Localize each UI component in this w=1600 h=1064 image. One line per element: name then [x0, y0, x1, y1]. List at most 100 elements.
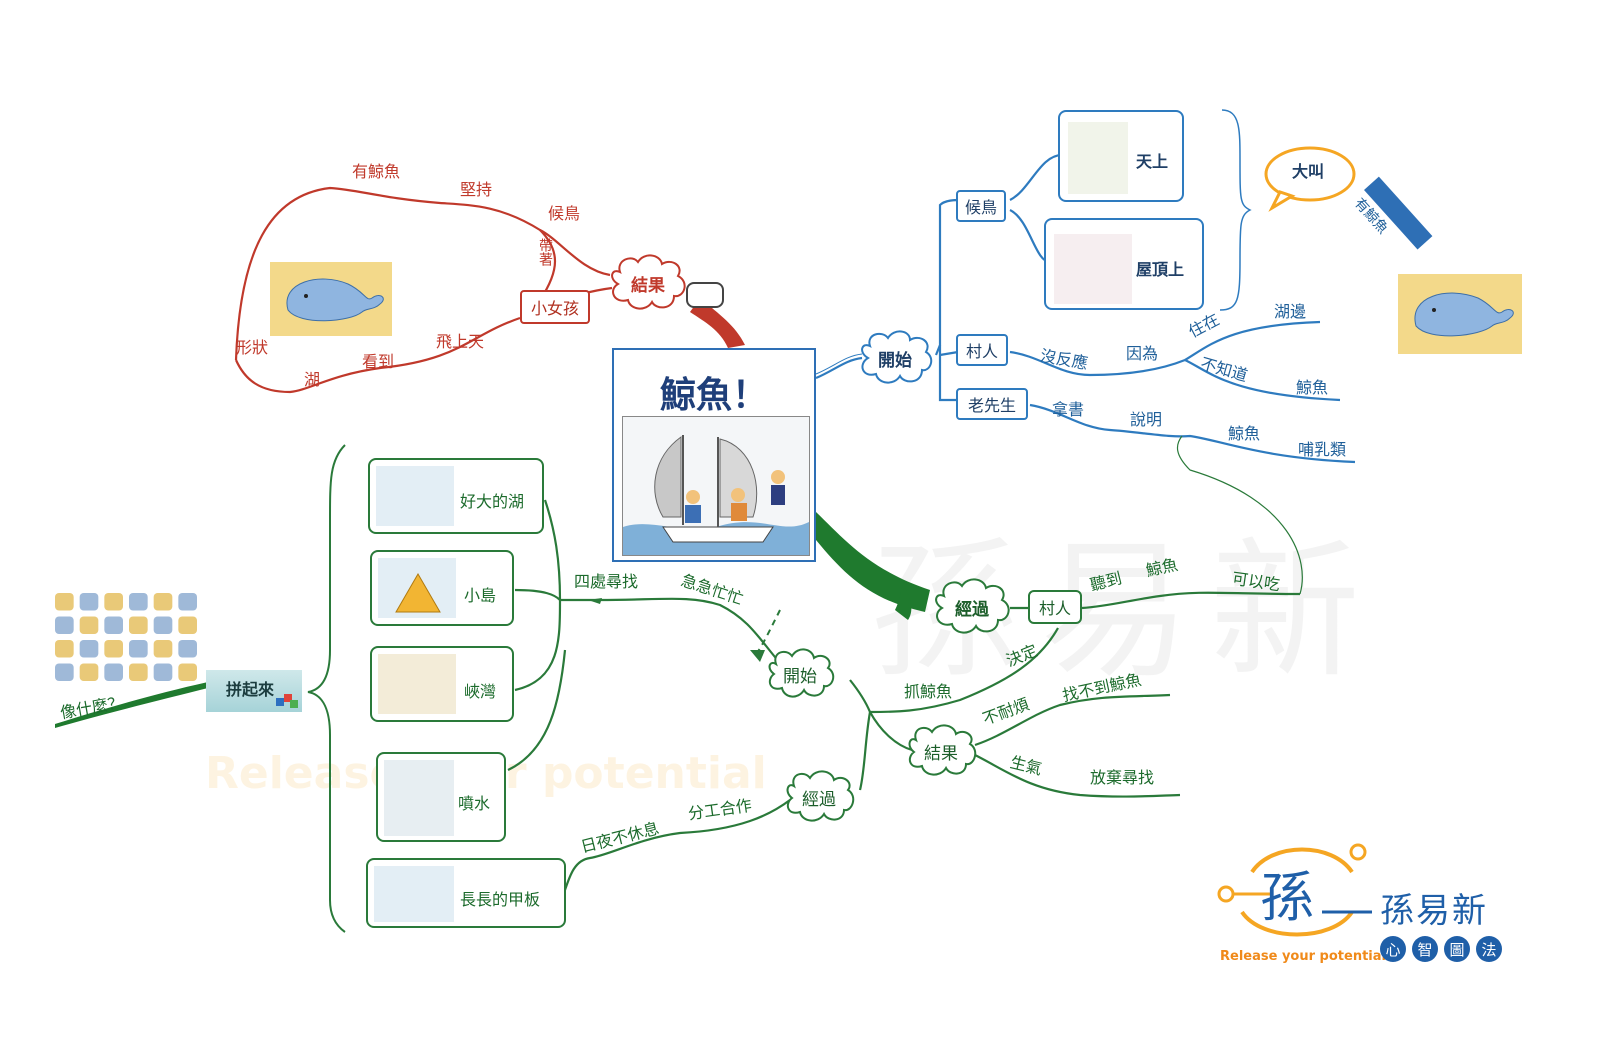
cloud-shape — [861, 330, 933, 384]
cloud-shape — [908, 724, 977, 776]
puzzle-piece — [79, 663, 99, 681]
brand-logo: 孫 孫易新 Release your potential 心智圖法 — [1212, 832, 1512, 972]
logo-char-3: 法 — [1476, 936, 1502, 962]
puzzle-piece — [153, 593, 173, 611]
puzzle-piece — [55, 616, 74, 634]
speech-bubble-label: 大叫 — [1292, 162, 1325, 181]
cloud-process-green: 經過 — [782, 768, 856, 826]
card-fjord-label: 峽灣 — [464, 682, 497, 701]
cloud-shape — [768, 648, 835, 698]
puzzle-piece — [104, 616, 123, 634]
cloud-result-red-label: 結果 — [631, 275, 665, 296]
puzzle-piece — [104, 640, 123, 658]
label-jianchi: 堅持 — [460, 180, 493, 199]
card-long-deck: 長長的甲板 — [366, 858, 566, 928]
node-houniao: 候鳥 — [956, 190, 1006, 222]
central-topic: 鯨魚！ — [612, 348, 816, 562]
puzzle-piece — [79, 593, 99, 611]
puzzle-box-label: 拼起來 — [226, 680, 275, 699]
cloud-start-green: 開始 — [764, 646, 836, 702]
card-big-lake: 好大的湖 — [368, 458, 544, 534]
roof-picture — [1054, 234, 1132, 304]
sky-picture — [1068, 122, 1128, 194]
label-yinwei: 因為 — [1126, 344, 1159, 363]
node-cunren-blue: 村人 — [956, 334, 1008, 366]
card-long-deck-label: 長長的甲板 — [460, 890, 541, 909]
sailboat-drawing — [623, 417, 809, 555]
logo-chars: 心智圖法 — [1380, 936, 1502, 962]
label-houniao-red: 候鳥 — [548, 204, 581, 223]
label-fangqi: 放棄尋找 — [1090, 768, 1155, 787]
puzzle-piece — [178, 616, 197, 634]
island-picture — [378, 558, 456, 618]
spray-picture — [384, 760, 454, 836]
cloud-result-red: 結果 — [606, 252, 690, 314]
puzzle-piece — [178, 663, 197, 681]
logo-emblem: 孫 — [1217, 843, 1372, 937]
label-jingyu-blue2: 鯨魚 — [1228, 424, 1261, 443]
label-sichuxunzhao: 四處尋找 — [574, 572, 639, 591]
label-hu: 湖 — [304, 370, 321, 389]
node-cunren-green: 村人 — [1028, 590, 1082, 624]
card-big-lake-label: 好大的湖 — [460, 492, 525, 511]
deck-picture — [374, 866, 454, 922]
node-little-girl: 小女孩 — [520, 290, 590, 324]
puzzle-piece — [178, 640, 197, 658]
whale-drawing — [286, 278, 384, 322]
node-laoxiansheng: 老先生 — [956, 388, 1028, 420]
card-wudingshang-label: 屋頂上 — [1136, 260, 1185, 279]
label-shuoming: 說明 — [1130, 410, 1163, 429]
whale-picture-blue — [1398, 274, 1522, 354]
cloud-shape — [611, 254, 686, 310]
pointing-hand-red-icon — [686, 282, 724, 308]
puzzle-piece — [153, 616, 173, 634]
speech-bubble-shape — [1264, 146, 1356, 212]
card-island: 小島 — [370, 550, 514, 626]
puzzle-piece — [55, 640, 74, 658]
cloud-start-blue: 開始 — [856, 328, 934, 388]
logo-char-2: 圖 — [1444, 936, 1470, 962]
label-you-jingyu: 有鯨魚 — [352, 162, 401, 181]
island-drawing — [395, 573, 441, 613]
puzzle-piece — [79, 616, 99, 634]
label-kandao: 看到 — [362, 352, 395, 371]
cloud-process-green-label: 經過 — [802, 789, 836, 810]
fjord-picture — [378, 654, 456, 714]
cloud-start-green-label: 開始 — [783, 666, 817, 687]
puzzle-piece — [153, 663, 173, 681]
card-spray: 噴水 — [376, 752, 506, 842]
puzzle-box: 拼起來 — [206, 670, 302, 712]
cloud-start-blue-label: 開始 — [878, 350, 912, 371]
cubes-icon — [276, 692, 300, 710]
whale-drawing — [1414, 292, 1514, 337]
logo-char-1: 智 — [1412, 936, 1438, 962]
label-zhuajingyu: 抓鯨魚 — [904, 682, 953, 701]
label-feishangtian: 飛上天 — [436, 332, 485, 351]
svg-text:孫: 孫 — [1260, 866, 1314, 929]
puzzle-piece — [129, 593, 148, 611]
card-wudingshang: 屋頂上 — [1044, 218, 1204, 310]
sailboat-illustration — [622, 416, 810, 556]
central-title: 鯨魚！ — [659, 374, 768, 416]
card-fjord: 峽灣 — [370, 646, 514, 722]
label-jingyu-blue1: 鯨魚 — [1296, 378, 1329, 397]
puzzle-piece — [129, 616, 148, 634]
puzzle-drawing — [55, 593, 197, 681]
puzzle-picture — [52, 590, 200, 684]
whale-picture-red — [270, 262, 392, 336]
puzzle-piece — [153, 640, 173, 658]
cubes-drawing — [276, 694, 298, 708]
card-tianshang-label: 天上 — [1136, 152, 1169, 171]
cloud-shape — [935, 578, 1010, 634]
card-tianshang: 天上 — [1058, 110, 1184, 202]
puzzle-piece — [55, 593, 74, 611]
puzzle-piece — [104, 663, 123, 681]
card-island-label: 小島 — [464, 586, 497, 605]
puzzle-piece — [178, 593, 197, 611]
cloud-result-green: 結果 — [904, 722, 978, 780]
card-spray-label: 噴水 — [458, 794, 491, 813]
puzzle-piece — [104, 593, 123, 611]
label-daizhe: 帶著 — [537, 238, 553, 266]
cloud-process-main: 經過 — [930, 576, 1014, 638]
